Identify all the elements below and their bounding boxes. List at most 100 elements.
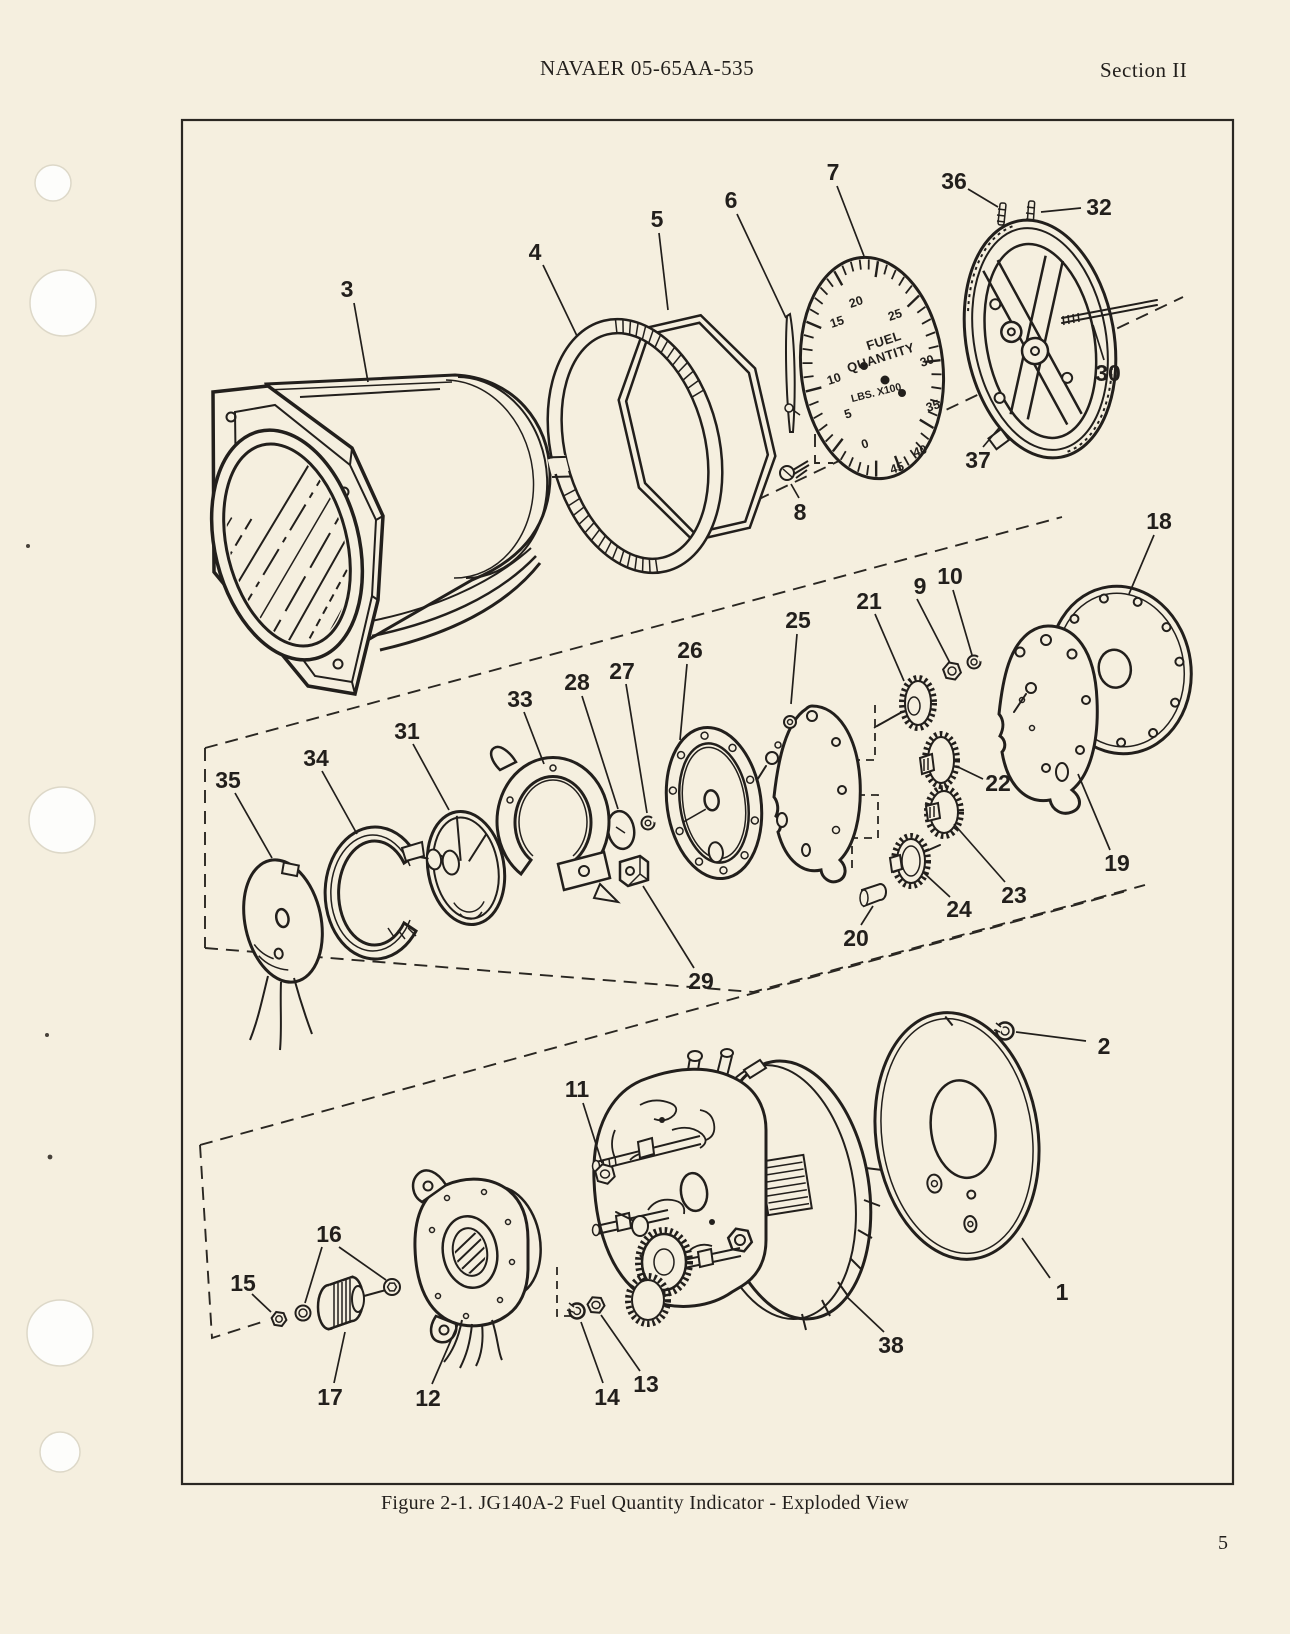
callout-label-36: 36 <box>941 168 967 194</box>
callout-label-6: 6 <box>725 187 738 213</box>
part-20-spacer <box>859 882 888 908</box>
part-37-rotor-wheel <box>962 218 1118 460</box>
callout-leader <box>836 185 865 257</box>
callout-leader <box>431 1323 459 1385</box>
callout-leader <box>955 765 984 780</box>
punch-hole <box>28 786 96 854</box>
dial-number: 45 <box>888 459 906 477</box>
part-21-gear <box>873 675 937 731</box>
part-10-washer <box>966 654 984 670</box>
callout-leader <box>234 792 273 859</box>
callout-leader <box>982 427 1000 448</box>
punch-holes <box>26 164 97 1473</box>
callout-leader <box>736 213 787 319</box>
callout-leader <box>1015 1031 1087 1042</box>
callout-label-17: 17 <box>317 1384 343 1410</box>
callout-label-7: 7 <box>827 159 840 185</box>
ring-hatching <box>614 319 705 398</box>
callout-label-4: 4 <box>529 239 542 265</box>
callout-leader <box>251 1293 272 1313</box>
callout-leader <box>790 483 800 499</box>
part-5-gasket <box>617 313 777 543</box>
part-12-motor <box>411 1169 542 1369</box>
part-1-cover-plate <box>873 1011 1041 1261</box>
figure-caption: Figure 2-1. JG140A-2 Fuel Quantity Indic… <box>380 1492 909 1514</box>
callout-leader <box>845 1295 885 1333</box>
callout-label-5: 5 <box>651 206 664 232</box>
part-36-screw <box>996 202 1007 226</box>
callout-leader <box>304 1246 323 1304</box>
part-4-bezel-ring <box>546 317 724 575</box>
callout-label-22: 22 <box>985 770 1011 796</box>
callout-label-32: 32 <box>1086 194 1112 220</box>
callout-leader <box>542 264 578 337</box>
figure-frame <box>180 118 1235 1486</box>
callout-leader <box>953 823 1006 883</box>
dial-number: 0 <box>860 436 871 451</box>
part-34-shield <box>323 825 426 961</box>
part-13-nut <box>586 1296 606 1314</box>
part-30-shaft <box>1061 299 1158 326</box>
part-2-retaining-ring <box>993 1021 1015 1041</box>
callout-leader <box>952 589 973 656</box>
callout-label-9: 9 <box>914 573 927 599</box>
callout-leader <box>625 683 648 814</box>
callout-label-20: 20 <box>843 925 869 951</box>
dial-number: 10 <box>825 370 843 388</box>
callout-label-30: 30 <box>1095 360 1121 386</box>
dial-number: 20 <box>847 293 865 311</box>
ink-speck <box>26 544 30 548</box>
callout-label-14: 14 <box>594 1384 620 1410</box>
ink-speck <box>45 1033 49 1037</box>
part-3-indicator-case <box>207 373 552 696</box>
callout-label-25: 25 <box>785 607 811 633</box>
part-26-plate <box>664 725 764 881</box>
punch-hole <box>39 1431 81 1473</box>
callout-label-31: 31 <box>394 718 420 744</box>
callout-label-10: 10 <box>937 563 963 589</box>
callout-leader <box>658 232 669 311</box>
part-22-gear <box>918 731 960 789</box>
callout-label-3: 3 <box>341 276 354 302</box>
callout-leader <box>1092 324 1105 361</box>
part-27-retaining-ring <box>640 815 658 831</box>
part-25-plate <box>747 704 862 884</box>
callout-leader <box>642 885 695 969</box>
dial-number: 25 <box>886 306 904 324</box>
callout-label-19: 19 <box>1104 850 1130 876</box>
part-14-washer <box>566 1302 586 1320</box>
callout-label-18: 18 <box>1146 508 1172 534</box>
callout-leader <box>967 188 999 208</box>
dial-number: 35 <box>924 397 942 415</box>
callout-leader <box>1021 1237 1051 1279</box>
knob-shaft <box>363 1289 387 1297</box>
callout-leader <box>916 598 951 664</box>
part-16-nut-outer <box>383 1278 401 1296</box>
part-9-nut <box>941 661 963 681</box>
callout-leader <box>923 872 951 898</box>
callout-leader <box>1040 207 1082 213</box>
callout-leader <box>581 695 619 810</box>
part-24-gear <box>888 833 941 889</box>
mounting-studs <box>591 1135 742 1273</box>
ink-speck <box>47 1154 53 1160</box>
part-19-plate <box>997 624 1099 815</box>
callout-label-33: 33 <box>507 686 533 712</box>
callout-leader <box>790 633 798 705</box>
callout-leader <box>523 711 545 765</box>
part-8-screw <box>779 460 810 481</box>
section-title: Section II <box>1100 58 1188 82</box>
part-31-hub-wheel <box>409 809 507 927</box>
punch-hole <box>29 269 97 337</box>
callout-label-26: 26 <box>677 637 703 663</box>
ring-hatching <box>563 488 659 573</box>
part-16-nut-inner <box>294 1304 312 1322</box>
callout-label-37: 37 <box>965 447 991 473</box>
callout-leader <box>338 1246 387 1281</box>
gear-train <box>615 1211 693 1327</box>
callout-label-13: 13 <box>633 1371 659 1397</box>
